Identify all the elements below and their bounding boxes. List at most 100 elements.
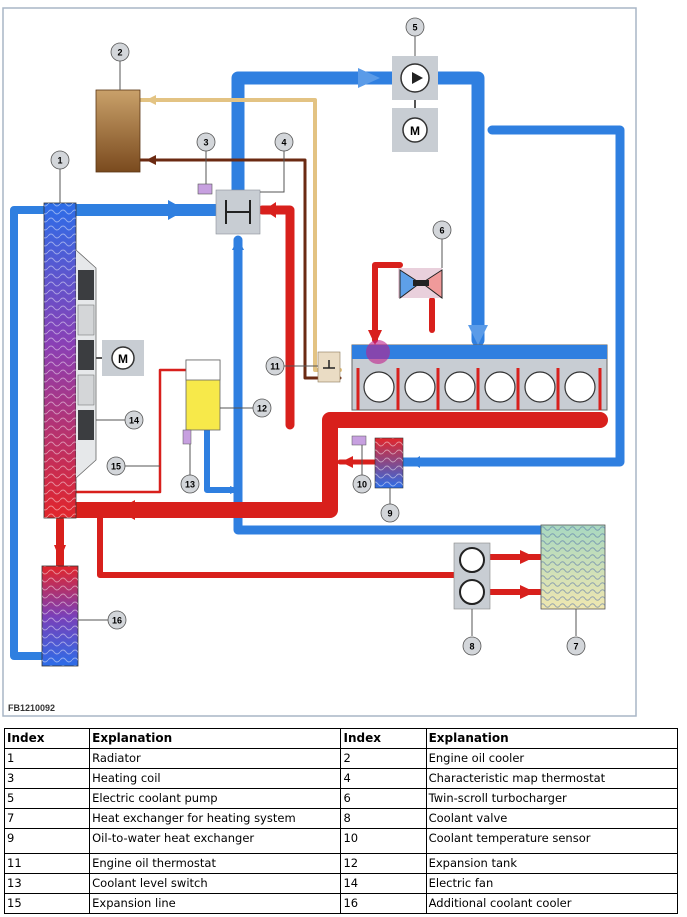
legend-row: 1 Radiator 2 Engine oil cooler [3,748,679,769]
red-pipe-main [68,412,608,518]
callout-13: 13 [180,474,200,494]
heating-heat-exchanger [540,524,606,610]
twin-scroll-turbocharger [398,268,443,299]
legend-header-index-2: Index [340,728,427,749]
legend-explanation: Electric fan [425,873,679,894]
additional-coolant-cooler [41,565,79,667]
arrow-blue-5 [410,456,420,468]
callout-8: 8 [462,636,482,656]
legend-explanation: Characteristic map thermostat [425,768,679,789]
legend-index: 12 [340,853,427,874]
arrow-blue-4 [232,238,244,250]
callout-10: 10 [352,474,372,494]
legend-explanation: Oil-to-water heat exchanger [89,828,342,854]
blue-pipe-tank [204,427,241,493]
cylinders [363,371,596,403]
red-pipe-heater [97,507,458,578]
pipe-network [10,71,625,660]
red-pipe-turbo [372,262,403,343]
coolant-level-switch [182,429,192,445]
legend-explanation: Radiator [89,748,342,769]
legend-table: Index Explanation Index Explanation 1 Ra… [3,728,679,914]
arrow-oil-1 [146,95,156,105]
callout-14: 14 [124,410,144,430]
flow-arrows [54,68,535,599]
callout-label: 10 [357,480,367,490]
callout-label: 9 [387,509,392,519]
legend-row: 15 Expansion line 16 Additional coolant … [3,893,679,914]
callout-label: 6 [439,226,444,236]
fan-motor-label: M [118,352,128,366]
legend-index: 10 [340,828,427,854]
legend-index: 15 [3,893,91,914]
callout-label: 15 [111,462,121,472]
legend-index: 2 [340,748,427,769]
legend-explanation: Additional coolant cooler [425,893,679,914]
cooling-system-diagram: M M [2,7,637,717]
legend-explanation: Engine oil cooler [425,748,679,769]
callout-5: 5 [405,17,425,37]
legend-index: 6 [340,788,427,809]
callout-11: 11 [265,356,285,376]
legend-row: 9 Oil-to-water heat exchanger 10 Coolant… [3,828,679,854]
arrow-red-5 [520,550,535,564]
arrow-red-2 [264,202,276,218]
callout-label: 14 [129,416,139,426]
legend-header-explanation-1: Explanation [89,728,342,749]
blue-pipe-left [10,206,48,660]
callout-label: 8 [469,642,474,652]
legend-index: 8 [340,808,427,829]
callout-label: 11 [270,362,280,372]
arrow-oil-2 [146,155,156,165]
legend-row: 13 Coolant level switch 14 Electric fan [3,873,679,894]
legend-row: 5 Electric coolant pump 6 Twin-scroll tu… [3,788,679,809]
legend-explanation: Heating coil [89,768,342,789]
callout-12: 12 [252,398,272,418]
legend-index: 11 [3,853,91,874]
legend-index: 14 [340,873,427,894]
legend-index: 3 [3,768,91,789]
heating-coil [197,183,213,195]
coolant-temperature-sensor [351,435,367,446]
arrow-blue-2 [358,68,380,88]
arrow-red-1 [117,500,135,520]
callout-7: 7 [566,636,586,656]
legend-row: 3 Heating coil 4 Characteristic map ther… [3,768,679,789]
callout-label: 4 [281,138,286,148]
pump-motor-label: M [410,124,420,138]
figure-id: FB1210092 [8,703,55,713]
coolant-valve [453,542,491,610]
legend-index: 9 [3,828,91,854]
expansion-tank [185,359,221,431]
fan-motor-icon [111,346,135,370]
legend-index: 5 [3,788,91,809]
callout-2: 2 [110,42,130,62]
pump-motor-icon [402,117,428,143]
legend-explanation: Twin-scroll turbocharger [425,788,679,809]
callout-label: 16 [112,616,122,626]
map-thermostat [215,189,261,235]
arrow-red-6 [520,585,535,599]
legend-explanation: Engine oil thermostat [89,853,342,874]
callout-label: 7 [573,642,578,652]
legend-index: 4 [340,768,427,789]
legend-explanation: Expansion tank [425,853,679,874]
legend-header-index-1: Index [3,728,91,749]
legend-row: 7 Heat exchanger for heating system 8 Co… [3,808,679,829]
engine-oil-thermostat [317,351,341,383]
legend-explanation: Electric coolant pump [89,788,342,809]
callout-label: 1 [57,156,62,166]
electric-fan: M [75,249,144,479]
oil-to-water-heat-exchanger [374,437,404,489]
legend-header-explanation-2: Explanation [425,728,679,749]
arrow-blue-1 [168,200,186,220]
legend-explanation: Expansion line [89,893,342,914]
legend-index: 16 [340,893,427,914]
arrow-red-3 [368,330,382,345]
legend-row: 11 Engine oil thermostat 12 Expansion ta… [3,853,679,874]
engine-block [351,340,608,411]
callout-15: 15 [106,456,126,476]
expansion-line [74,368,188,494]
engine-oil-cooler [95,89,141,173]
callout-9: 9 [380,503,400,523]
